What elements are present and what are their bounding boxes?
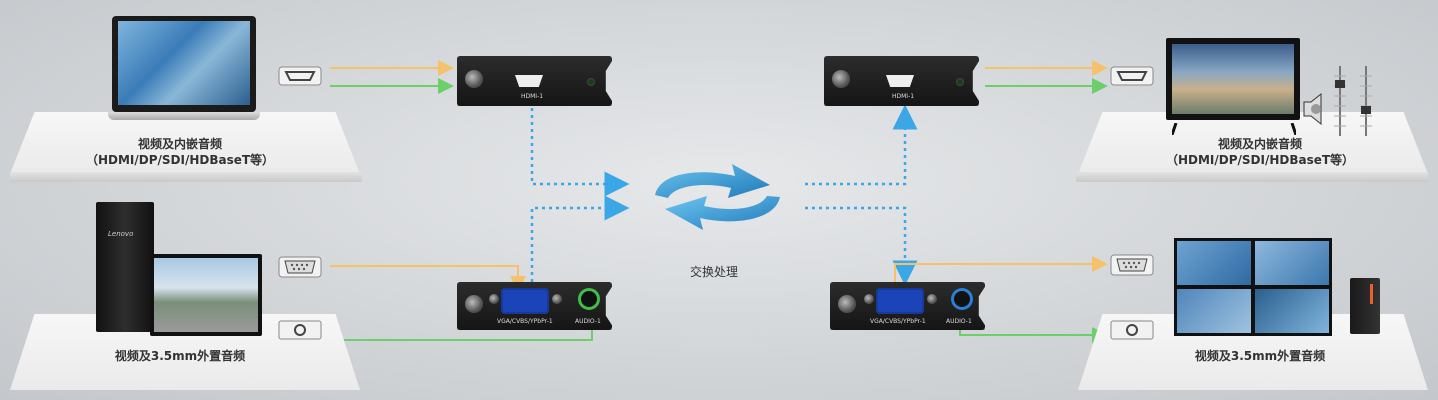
shelf-label-line1: 视频及内嵌音频 bbox=[137, 137, 222, 151]
screw-icon bbox=[552, 294, 562, 304]
screw-icon bbox=[465, 295, 483, 313]
vga-port-label: VGA/CVBS/YPbPr-1 bbox=[497, 318, 553, 325]
audio-port-label: AUDIO-1 bbox=[946, 318, 972, 325]
shelf-label-line1: 视频及3.5mm外置音频 bbox=[1194, 349, 1326, 363]
screw-icon bbox=[465, 70, 483, 88]
screw-icon bbox=[927, 294, 937, 304]
audio-mixer-icon bbox=[1332, 66, 1382, 138]
vga-socket-icon bbox=[501, 288, 549, 314]
tv-icon bbox=[1166, 38, 1300, 120]
vga-port-icon bbox=[1110, 254, 1154, 276]
left-top-shelf-edge bbox=[10, 172, 362, 182]
screw-icon bbox=[864, 294, 874, 304]
hdmi-port-label: HDMI-1 bbox=[521, 93, 544, 100]
laptop-icon bbox=[108, 16, 260, 128]
shelf-label-line1: 视频及内嵌音频 bbox=[1217, 137, 1302, 151]
tv-stand-icon bbox=[1170, 120, 1298, 136]
left-top-shelf-label: 视频及内嵌音频 （HDMI/DP/SDI/HDBaseT等） bbox=[60, 136, 300, 168]
hdmi-port-icon bbox=[1110, 66, 1154, 86]
pc-tower-icon: Lenovo bbox=[96, 202, 154, 332]
vga-port-icon bbox=[278, 256, 322, 278]
audio-socket-icon bbox=[954, 291, 970, 307]
shelf-label-line2: （HDMI/DP/SDI/HDBaseT等） bbox=[1165, 153, 1355, 167]
output-vga-card: VGA/CVBS/YPbPr-1 AUDIO-1 bbox=[830, 282, 985, 330]
vga-socket-icon bbox=[876, 288, 924, 314]
switch-swirl-icon bbox=[655, 164, 780, 230]
right-top-shelf-label: 视频及内嵌音频 （HDMI/DP/SDI/HDBaseT等） bbox=[1140, 136, 1380, 168]
pc-brand-label: Lenovo bbox=[108, 230, 134, 238]
status-led bbox=[956, 78, 964, 86]
audio-jack-port-icon bbox=[1110, 320, 1154, 340]
input-vga-card: VGA/CVBS/YPbPr-1 AUDIO-1 bbox=[457, 282, 612, 330]
audio-jack-port-icon bbox=[278, 320, 322, 340]
speaker-icon bbox=[1302, 92, 1328, 126]
video-wall-icon bbox=[1174, 238, 1332, 336]
shelf-label-line1: 视频及3.5mm外置音频 bbox=[114, 349, 246, 363]
audio-socket-icon bbox=[581, 291, 597, 307]
right-top-shelf bbox=[1078, 112, 1428, 174]
right-bottom-shelf-label: 视频及3.5mm外置音频 bbox=[1140, 348, 1380, 364]
speaker-box-icon bbox=[1350, 278, 1380, 334]
audio-port-label: AUDIO-1 bbox=[575, 318, 601, 325]
left-top-shelf bbox=[10, 112, 360, 174]
vga-port-label: VGA/CVBS/YPbPr-1 bbox=[870, 318, 926, 325]
screw-icon bbox=[838, 295, 856, 313]
input-hdmi-card: HDMI-1 bbox=[457, 56, 612, 106]
right-top-shelf-edge bbox=[1076, 172, 1428, 182]
status-led bbox=[587, 78, 595, 86]
hdmi-socket-icon bbox=[515, 75, 543, 87]
output-hdmi-card: HDMI-1 bbox=[824, 56, 979, 106]
screw-icon bbox=[832, 70, 850, 88]
left-bottom-shelf-label: 视频及3.5mm外置音频 bbox=[60, 348, 300, 364]
hdmi-port-label: HDMI-1 bbox=[892, 93, 915, 100]
screw-icon bbox=[489, 294, 499, 304]
hdmi-port-icon bbox=[278, 66, 322, 86]
monitor-icon bbox=[150, 254, 262, 336]
switch-processing-label: 交换处理 bbox=[690, 265, 739, 279]
shelf-label-line2: （HDMI/DP/SDI/HDBaseT等） bbox=[85, 153, 275, 167]
hdmi-socket-icon bbox=[886, 75, 914, 87]
